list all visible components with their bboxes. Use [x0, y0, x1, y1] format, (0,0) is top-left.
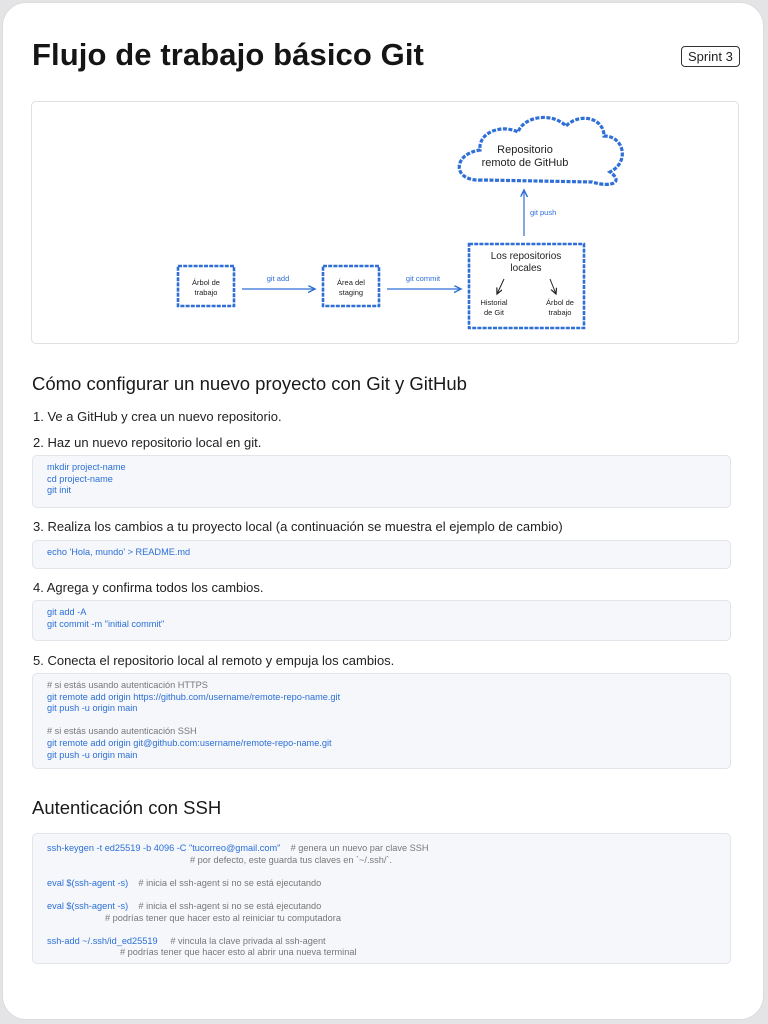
staging-label-2: staging — [339, 288, 363, 297]
code-line: git add -A — [47, 607, 87, 617]
staging-box — [321, 264, 381, 308]
git-workflow-diagram: Repositorio remoto de GitHub git push Ár… — [31, 101, 739, 344]
code-comment: # si estás usando autenticación SSH — [47, 726, 197, 737]
history-label-1: Historial — [480, 298, 507, 307]
code-block-init[interactable]: mkdir project-name cd project-name git i… — [32, 455, 731, 508]
code-comment: # por defecto, este guarda tus claves en… — [190, 854, 392, 865]
code-spacer — [47, 924, 716, 936]
code-block-ssh[interactable]: ssh-keygen -t ed25519 -b 4096 -C "tucorr… — [32, 833, 731, 964]
local-repos-box — [467, 242, 586, 330]
code-block-change[interactable]: echo 'Hola, mundo' > README.md — [32, 540, 731, 569]
step-4: 4. Agrega y confirma todos los cambios. — [33, 580, 264, 595]
history-arrow — [497, 278, 505, 294]
working-tree-box — [176, 264, 236, 308]
git-commit-label: git commit — [406, 274, 441, 283]
git-push-label: git push — [530, 208, 556, 217]
local-repos-label-2: locales — [510, 263, 541, 274]
code-comment: # inicia el ssh-agent si no se está ejec… — [128, 900, 322, 911]
sprint-badge: Sprint 3 — [681, 46, 740, 67]
code-line: eval $(ssh-agent -s) # inicia el ssh-age… — [47, 901, 716, 913]
code-spacer — [47, 889, 716, 901]
setup-heading: Cómo configurar un nuevo proyecto con Gi… — [32, 373, 467, 394]
code-line: echo 'Hola, mundo' > README.md — [47, 547, 191, 557]
diagram-svg: Repositorio remoto de GitHub git push Ár… — [176, 115, 624, 330]
code-comment: # podrías tener que hacer esto al abrir … — [120, 947, 357, 958]
remote-repo-label-1: Repositorio — [497, 144, 553, 156]
code-line: git push -u origin main — [47, 703, 138, 714]
working-tree-label-1: Árbol de — [192, 278, 220, 287]
code-comment: # vincula la clave privada al ssh-agent — [157, 935, 326, 946]
history-label-2: de Git — [484, 308, 505, 317]
page-title: Flujo de trabajo básico Git — [32, 37, 424, 72]
git-add-label: git add — [267, 274, 290, 283]
ssh-heading: Autenticación con SSH — [32, 797, 222, 818]
code-line: cd project-name — [47, 473, 113, 484]
code-line: mkdir project-name — [47, 462, 126, 472]
code-line: eval $(ssh-agent -s) # inicia el ssh-age… — [47, 878, 716, 890]
code-spacer — [47, 866, 716, 878]
code-comment: # inicia el ssh-agent si no se está ejec… — [128, 877, 322, 888]
code-command: ssh-keygen -t ed25519 -b 4096 -C "tucorr… — [47, 843, 281, 853]
code-command: ssh-add ~/.ssh/id_ed25519 — [47, 935, 158, 946]
tree-label-2: trabajo — [549, 308, 572, 317]
step-1: 1. Ve a GitHub y crea un nuevo repositor… — [33, 409, 282, 424]
code-line: ssh-add ~/.ssh/id_ed25519 # vincula la c… — [47, 936, 716, 948]
staging-label-1: Área del — [337, 278, 365, 287]
code-line: ssh-keygen -t ed25519 -b 4096 -C "tucorr… — [47, 843, 716, 855]
code-command: eval $(ssh-agent -s) — [47, 877, 129, 888]
step-5: 5. Conecta el repositorio local al remot… — [33, 653, 395, 668]
code-spacer — [47, 715, 716, 727]
tree-label-1: Árbol de — [546, 298, 574, 307]
step-2: 2. Haz un nuevo repositorio local en git… — [33, 435, 262, 450]
code-comment: # podrías tener que hacer esto al reinic… — [105, 912, 341, 923]
code-line: git remote add origin git@github.com:use… — [47, 737, 332, 748]
code-comment: # genera un nuevo par clave SSH — [280, 843, 429, 853]
working-tree-label-2: trabajo — [195, 288, 218, 297]
code-line: git commit -m "initial commit" — [47, 618, 165, 629]
code-comment: # si estás usando autenticación HTTPS — [47, 680, 208, 690]
code-line: git remote add origin https://github.com… — [47, 691, 341, 702]
code-line: git init — [47, 485, 72, 496]
code-line: git push -u origin main — [47, 749, 138, 760]
code-block-commit[interactable]: git add -A git commit -m "initial commit… — [32, 600, 731, 641]
code-block-remote[interactable]: # si estás usando autenticación HTTPS gi… — [32, 673, 731, 769]
code-command: eval $(ssh-agent -s) — [47, 900, 129, 911]
tree-arrow — [549, 278, 556, 294]
remote-repo-label-2: remoto de GitHub — [482, 157, 569, 169]
step-3: 3. Realiza los cambios a tu proyecto loc… — [33, 519, 563, 534]
local-repos-label-1: Los repositorios — [491, 251, 562, 262]
remote-repo-cloud — [457, 115, 624, 186]
